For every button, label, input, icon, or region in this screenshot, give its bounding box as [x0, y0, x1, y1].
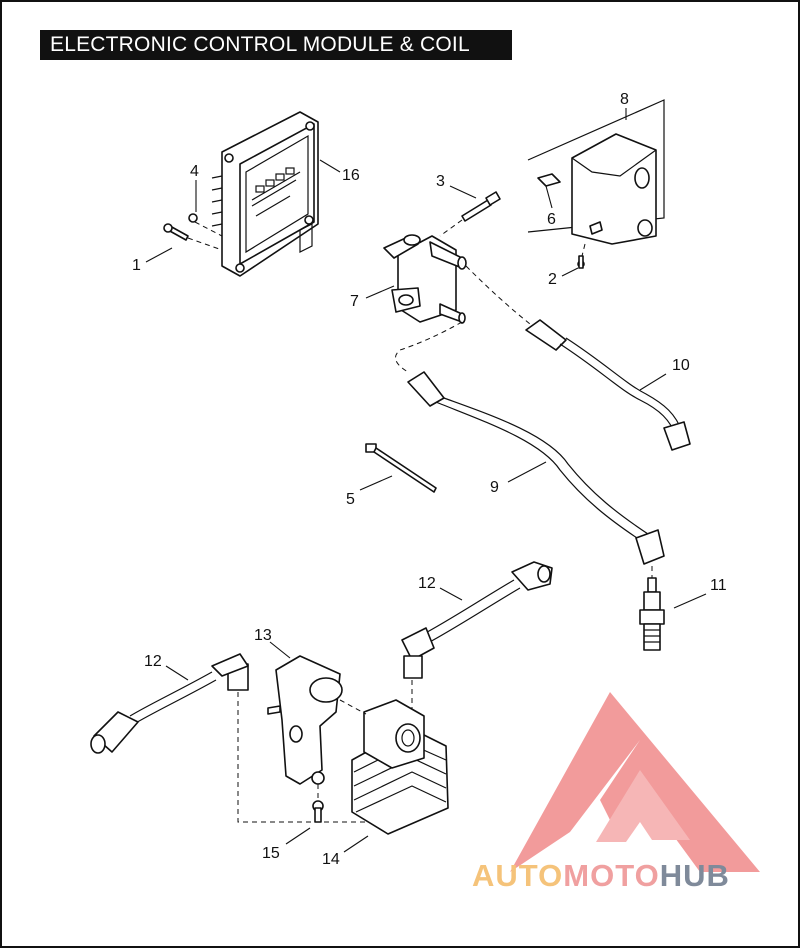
watermark-hub: HUB	[659, 858, 730, 893]
callout-8: 8	[620, 91, 629, 108]
spark-plug-wire-part-12-upper	[401, 561, 553, 679]
callout-12-upper: 12	[418, 575, 436, 592]
callout-16: 16	[342, 167, 360, 184]
callout-11: 11	[710, 577, 727, 594]
spark-plug-wire-part-9	[395, 321, 665, 565]
spark-plug-part-11	[639, 577, 665, 651]
screw-part-15	[311, 771, 325, 823]
callout-10: 10	[672, 357, 690, 374]
callout-14: 14	[322, 851, 340, 868]
ignition-coil-part-7	[383, 234, 467, 324]
bolt-part-3	[461, 191, 501, 222]
watermark-moto: MOTO	[563, 858, 660, 893]
coil-bracket-part-13	[267, 655, 343, 785]
callout-3: 3	[436, 173, 445, 190]
ecm-module	[211, 111, 319, 277]
washer-part-4	[188, 213, 198, 223]
callout-2: 2	[548, 271, 557, 288]
spark-plug-wire-part-12-lower	[90, 653, 249, 754]
screw-part-1	[163, 223, 189, 241]
callout-13: 13	[254, 627, 272, 644]
callout-1: 1	[132, 257, 141, 274]
callout-labels: 1 2 3 4 5 6 7 8 9 10 11 12 12 13 14 15 1…	[132, 91, 727, 868]
watermark-brand-text: AUTOMOTOHUB	[472, 858, 792, 898]
coil-cover-part-8	[527, 99, 665, 245]
spark-plug-wire-part-10	[465, 265, 691, 451]
callout-6: 6	[547, 211, 556, 228]
callout-15: 15	[262, 845, 280, 862]
watermark-auto: AUTO	[472, 858, 564, 893]
diagram-title: ELECTRONIC CONTROL MODULE & COIL	[40, 30, 512, 60]
callout-7: 7	[350, 293, 359, 310]
cable-tie-part-5	[365, 443, 437, 493]
callout-12-lower: 12	[144, 653, 162, 670]
watermark-logo	[510, 692, 760, 872]
callout-5: 5	[346, 491, 355, 508]
callout-4: 4	[190, 163, 199, 180]
foam-pad-part-6	[537, 173, 561, 187]
leader-lines	[145, 108, 707, 853]
ignition-coil-part-14	[351, 699, 449, 835]
screw-part-2	[577, 255, 585, 269]
callout-9: 9	[490, 479, 499, 496]
